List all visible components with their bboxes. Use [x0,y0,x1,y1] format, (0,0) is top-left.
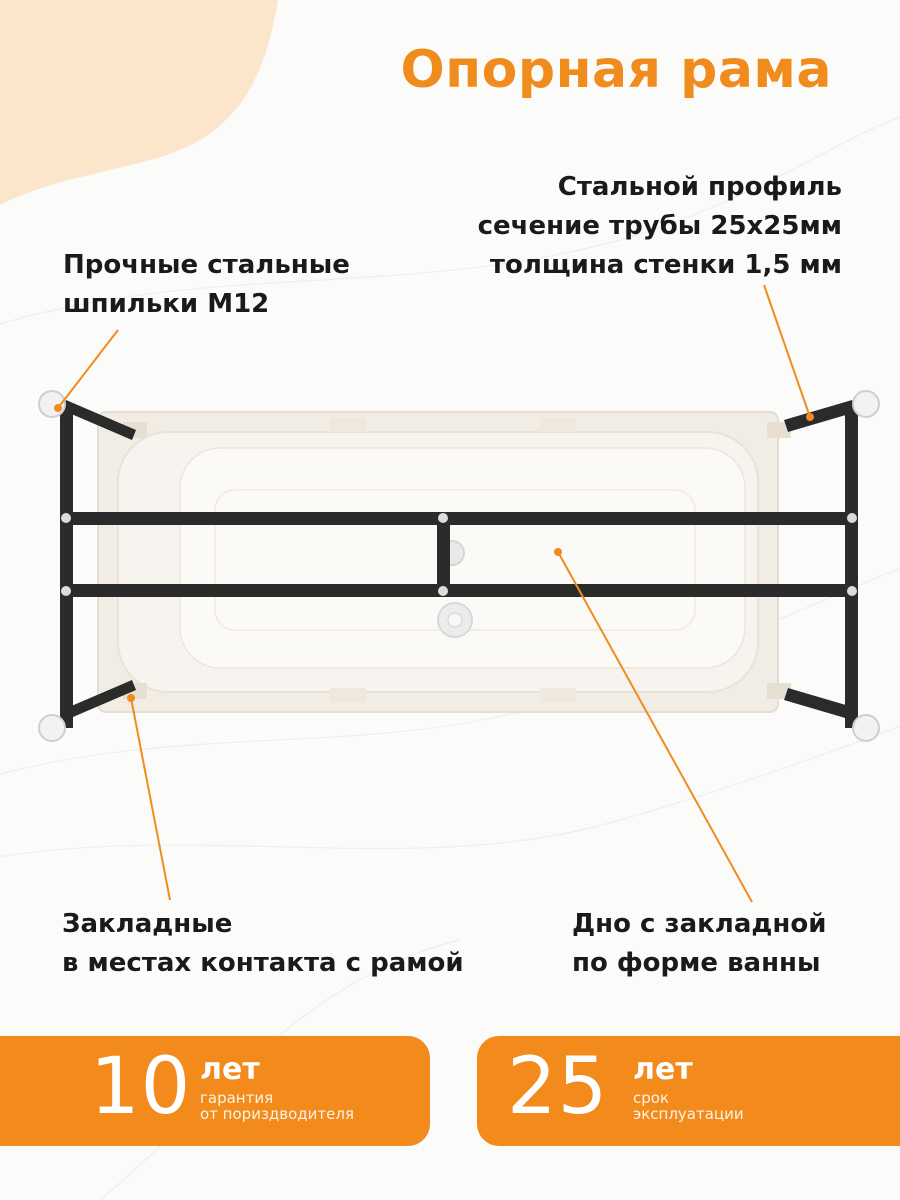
callout-line: по форме ванны [572,948,821,978]
service-life-caption-line2: эксплуатации [633,1105,744,1123]
callout-bottom: Дно с закладной по форме ванны [572,905,826,983]
steel-frame [60,400,858,728]
service-life-badge: 25 лет срок эксплуатации [477,1036,900,1146]
callout-line: в местах контакта с рамой [62,948,464,978]
warranty-caption: гарантия от пориздводителя [200,1090,354,1122]
warranty-unit: лет [200,1052,260,1087]
callout-line: Дно с закладной [572,909,827,939]
warranty-caption-line1: гарантия [200,1089,274,1107]
warranty-badge: 10 лет гарантия от пориздводителя [0,1036,430,1146]
service-life-number: 25 [507,1042,609,1132]
callout-line: сечение трубы 25x25мм [477,211,842,241]
service-life-caption-line1: срок [633,1089,670,1107]
callout-steel-profile: Стальной профиль сечение трубы 25x25мм т… [478,168,842,285]
service-life-unit: лет [633,1052,693,1087]
page-title: Опорная рама [400,40,832,100]
callout-line: Стальной профиль [557,172,842,202]
service-life-caption: срок эксплуатации [633,1090,744,1122]
callout-line: шпильки М12 [63,289,270,319]
corner-blob [0,0,278,205]
callout-line: Закладные [62,909,233,939]
callout-inserts: Закладные в местах контакта с рамой [62,905,464,983]
callout-lines [54,284,814,903]
callout-line: толщина стенки 1,5 мм [489,250,842,280]
warranty-number: 10 [90,1042,192,1132]
callout-studs: Прочные стальные шпильки М12 [63,246,350,324]
warranty-caption-line2: от пориздводителя [200,1105,354,1123]
callout-line: Прочные стальные [63,250,350,280]
